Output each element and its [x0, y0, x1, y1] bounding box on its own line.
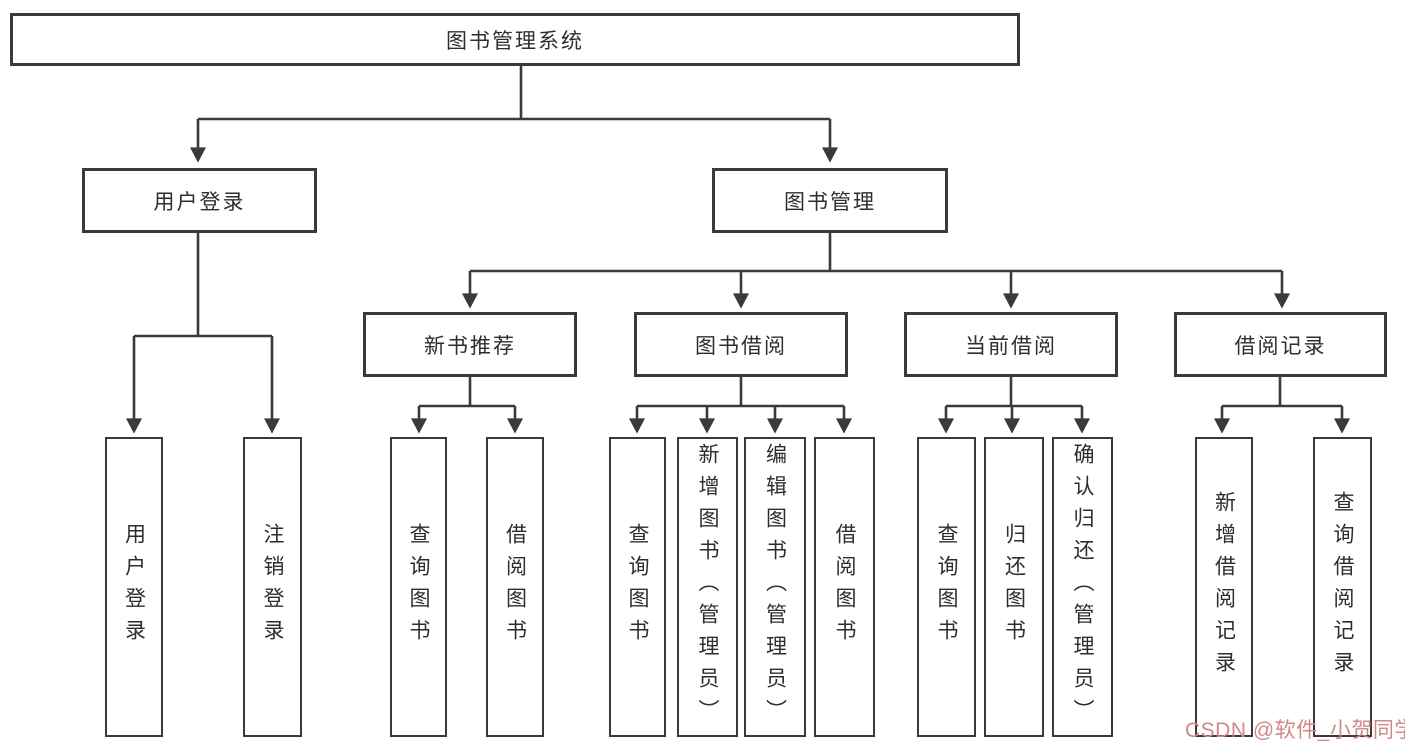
node-book-management: 图书管理 [712, 168, 948, 233]
leaf-br-add-record: 新增借阅记录 [1195, 437, 1253, 737]
node-root: 图书管理系统 [10, 13, 1020, 66]
leaf-bb-borrow-books: 借阅图书 [814, 437, 875, 737]
leaf-nbr-query-books: 查询图书 [390, 437, 447, 737]
leaf-cb-query-books: 查询图书 [917, 437, 976, 737]
node-book-borrow: 图书借阅 [634, 312, 848, 377]
csdn-watermark: CSDN @软件_小贺同学 [1185, 719, 1405, 742]
leaf-bb-edit-books-admin: 编辑图书（管理员） [744, 437, 806, 737]
leaf-bb-add-books-admin: 新增图书（管理员） [677, 437, 738, 737]
node-borrow-records: 借阅记录 [1174, 312, 1387, 377]
node-user-login: 用户登录 [82, 168, 317, 233]
leaf-cb-confirm-return-admin: 确认归还（管理员） [1052, 437, 1113, 737]
leaf-bb-query-books: 查询图书 [609, 437, 666, 737]
leaf-cb-return-books: 归还图书 [984, 437, 1044, 737]
leaf-logout: 注销登录 [243, 437, 302, 737]
leaf-br-query-record: 查询借阅记录 [1313, 437, 1372, 737]
node-current-borrow: 当前借阅 [904, 312, 1118, 377]
node-new-book-recommend: 新书推荐 [363, 312, 577, 377]
leaf-user-login: 用户登录 [105, 437, 163, 737]
leaf-nbr-borrow-books: 借阅图书 [486, 437, 544, 737]
